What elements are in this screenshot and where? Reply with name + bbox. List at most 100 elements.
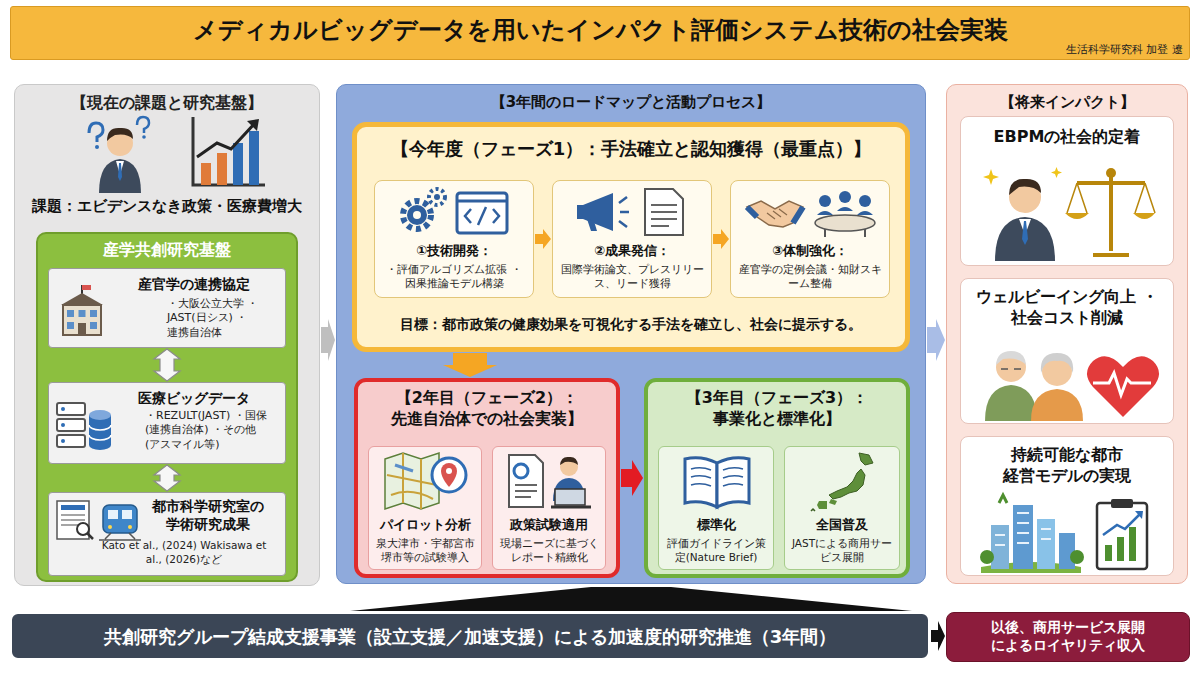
icon-rect — [67, 322, 74, 329]
icon-path — [99, 159, 141, 193]
impact-box: EBPMの社会的定着 — [960, 116, 1174, 266]
icon-rect — [1059, 533, 1075, 569]
icon-ellipse — [89, 410, 111, 420]
label-text: 持続可能な都市 経営モデルの実現 — [961, 445, 1173, 487]
text-slot: 国際学術論文、プレスリリース、リード獲得 — [559, 263, 705, 292]
label-text: 政策試験適用 — [493, 517, 605, 534]
icon-path — [985, 385, 1037, 421]
label-text: 全国普及 — [785, 517, 899, 534]
text-slot: EBPMの社会的定着 — [961, 127, 1173, 148]
icon-path — [999, 495, 1007, 503]
icon-circle — [61, 407, 65, 411]
icon-path — [465, 207, 499, 225]
impact-box: 持続可能な都市 経営モデルの実現 — [960, 436, 1174, 576]
icon-rect — [1117, 537, 1124, 561]
icon-rect — [57, 435, 85, 447]
text-slot: 【3年間のロードマップと活動プロセス】 — [337, 93, 925, 113]
icon-circle — [95, 145, 99, 149]
text-slot: 【3年目（フェーズ3）： 事業化と標準化】 — [648, 388, 906, 430]
label-text: ③体制強化： — [731, 243, 889, 260]
label-text: Kato et al., (2024) Wakisawa et al., (20… — [99, 539, 269, 566]
rising-chart-icon — [187, 113, 267, 191]
icon-path — [1065, 213, 1155, 219]
megaphone-document-icon — [573, 185, 693, 239]
icon-path — [118, 163, 122, 181]
text-slot: 現場ニーズに基づく レポート精緻化 — [495, 537, 603, 564]
label-text: ・大阪公立大学 ・JAST(日シス) ・連携自治体 — [167, 297, 279, 340]
text-slot: 生活科学研究科 加登 遼 — [971, 43, 1183, 57]
icon-path — [1103, 513, 1141, 535]
process-box: 医療ビッグデータ・REZULT(JAST) ・国保(連携自治体) ・その他(アス… — [48, 382, 286, 464]
phase-box: ①技術開発：・評価アルゴリズム拡張 ・因果推論モデル構築 ②成果発信： 国際学術論… — [352, 122, 910, 352]
icon-circle — [819, 195, 831, 207]
icon-path — [387, 453, 437, 509]
icon-circle — [429, 189, 445, 205]
icon-circle — [128, 525, 132, 529]
text-slot: ③体制強化： — [731, 243, 889, 260]
icon-circle — [413, 211, 421, 219]
icon-path — [717, 458, 749, 507]
icon-rect — [1037, 519, 1055, 569]
icon-path — [587, 219, 597, 231]
text-slot: 課題：エビデンスなき政策・医療費増大 — [15, 197, 319, 217]
panel: 産官学の連携協定・大阪公立大学 ・JAST(日シス) ・連携自治体 医療ビッグデ… — [14, 84, 320, 586]
label-text: 【現在の課題と研究基盤】 — [15, 93, 319, 114]
label-text: 国際学術論文、プレスリリース、リード獲得 — [559, 263, 705, 292]
icon-rect — [249, 131, 259, 185]
icon-path — [651, 205, 677, 226]
icon-path — [995, 217, 1055, 261]
icon-circle — [839, 191, 851, 203]
icon-rect — [61, 505, 85, 510]
icon-path — [817, 207, 873, 215]
icon-rect — [201, 163, 211, 185]
phase-box: パイロット分析泉大津市・宇都宮市 堺市等の試験導入 政策試験適用現場ニーズに基づ… — [354, 378, 620, 578]
panel: EBPMの社会的定着 ウェルビーイング向上 ・社会コスト削減 持続可能な都市 経… — [946, 84, 1188, 584]
icon-circle — [432, 458, 466, 492]
icon-path — [685, 458, 717, 507]
icon-rect — [67, 310, 74, 317]
text-slot: 産学共創研究基盤 — [38, 240, 296, 261]
text-slot: メディカルビッグデータを用いたインパクト評価システム技術の社会実装 — [11, 15, 1189, 46]
icon-circle — [61, 439, 65, 443]
icon-path — [89, 425, 111, 440]
text-slot: パイロット分析 — [369, 517, 481, 534]
label-text: 【2年目（フェーズ2）： 先進自治体での社会実装】 — [358, 388, 616, 430]
label-text: 産官学の連携協定 — [109, 275, 279, 293]
icon-path — [61, 293, 103, 305]
process-box: ①技術開発：・評価アルゴリズム拡張 ・因果推論モデル構築 — [374, 180, 534, 298]
phase-box: 標準化評価ガイドライン策定(Nature Brief) 全国普及JASTによる商… — [644, 378, 910, 578]
icon-path — [1093, 373, 1151, 395]
text-slot: 持続可能な都市 経営モデルの実現 — [961, 445, 1173, 487]
icon-path — [1135, 511, 1143, 519]
icon-path — [509, 455, 543, 507]
icon-rect — [63, 305, 101, 335]
text-slot: 都市科学研究室の学術研究成果 — [149, 497, 267, 533]
label-text: ・REZULT(JAST) ・国保(連携自治体) ・その他(アスマイル等) — [145, 409, 281, 452]
process-box: 標準化評価ガイドライン策定(Nature Brief) — [658, 446, 774, 570]
label-text: ウェルビーイング向上 ・社会コスト削減 — [961, 287, 1173, 329]
text-slot: ②成果発信： — [553, 243, 711, 260]
icon-circle — [142, 135, 146, 139]
label-text: ②成果発信： — [553, 243, 711, 260]
icon-path — [441, 463, 457, 487]
label-text: 医療ビッグデータ — [109, 389, 279, 407]
icon-path — [457, 200, 507, 203]
text-slot: 産官学の定例会議・知財スキーム整備 — [737, 263, 883, 292]
label-text: 課題：エビデンスなき政策・医療費増大 — [15, 197, 319, 217]
database-icon — [55, 395, 113, 455]
icon-path — [1051, 167, 1062, 178]
icon-rect — [577, 205, 585, 219]
icon-rect — [233, 143, 243, 185]
icon-path — [247, 119, 259, 131]
label-text: 目標：都市政策の健康効果を可視化する手法を確立し、社会に提示する。 — [357, 315, 905, 333]
paper-train-icon — [55, 499, 145, 541]
icon-path — [551, 506, 591, 509]
label-text: 【将来インパクト】 — [947, 93, 1187, 113]
icon-path — [137, 117, 149, 133]
icon-path — [829, 499, 837, 505]
label-text: 現場ニーズに基づく レポート精緻化 — [495, 537, 603, 564]
handshake-meeting-icon — [745, 185, 877, 239]
icon-rect — [79, 310, 86, 317]
icon-path — [1067, 183, 1155, 213]
